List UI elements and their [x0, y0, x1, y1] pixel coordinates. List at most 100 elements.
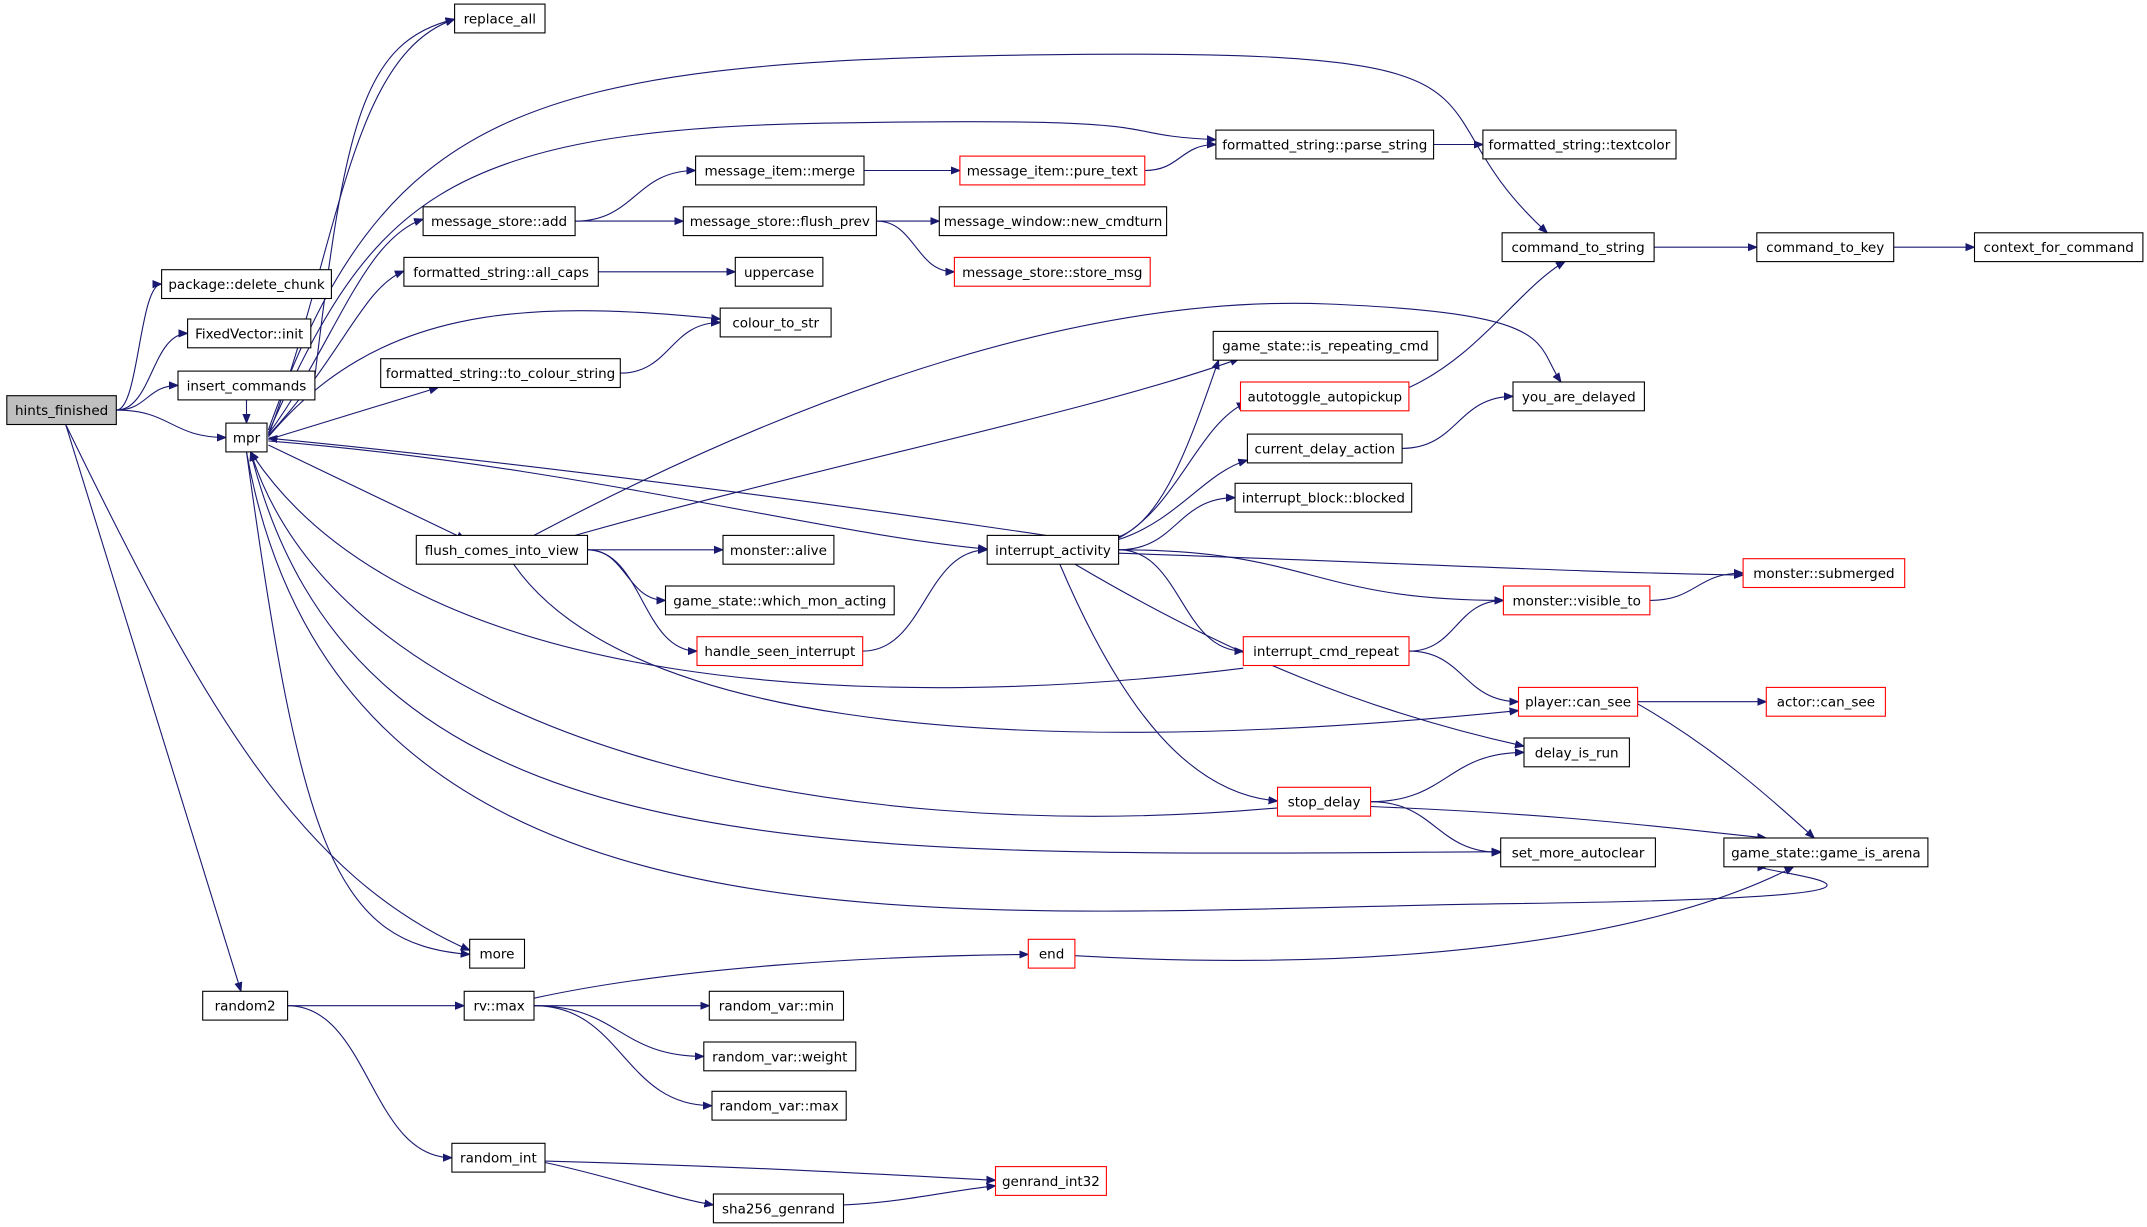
node-fixedvector_init[interactable]: FixedVector::init — [187, 318, 312, 349]
edge-interrupt_activity-to-stop_delay — [1059, 563, 1278, 801]
node-you_are_delayed[interactable]: you_are_delayed — [1512, 381, 1645, 412]
node-label: random_var::min — [719, 999, 834, 1015]
node-message_store_add[interactable]: message_store::add — [422, 206, 576, 237]
node-replace_all[interactable]: replace_all — [454, 3, 546, 34]
node-label: random_var::weight — [712, 1049, 847, 1065]
node-end[interactable]: end — [1027, 938, 1076, 969]
edge-mpr-to-command_to_string — [267, 53, 1547, 431]
node-formatted_string_to_colour_string[interactable]: formatted_string::to_colour_string — [380, 358, 621, 389]
node-box — [1239, 381, 1410, 412]
node-label: FixedVector::init — [195, 326, 303, 342]
node-game_state_game_is_arena[interactable]: game_state::game_is_arena — [1723, 837, 1929, 868]
node-monster_alive[interactable]: monster::alive — [722, 534, 835, 565]
node-command_to_string[interactable]: command_to_string — [1501, 232, 1655, 263]
node-interrupt_cmd_repeat[interactable]: interrupt_cmd_repeat — [1242, 636, 1410, 667]
node-label: command_to_key — [1766, 240, 1884, 256]
node-message_window_new_cmdturn[interactable]: message_window::new_cmdturn — [938, 206, 1168, 237]
edge-random_int-to-genrand_int32 — [544, 1160, 996, 1180]
node-box — [422, 206, 576, 237]
node-formatted_string_parse_string[interactable]: formatted_string::parse_string — [1215, 129, 1435, 160]
node-label: message_store::flush_prev — [690, 214, 870, 230]
node-message_store_flush_prev[interactable]: message_store::flush_prev — [682, 206, 877, 237]
node-box — [403, 256, 599, 287]
edge-mpr-to-formatted_string_to_colour_string — [268, 388, 438, 441]
node-mpr[interactable]: mpr — [225, 422, 268, 453]
node-delay_is_run[interactable]: delay_is_run — [1523, 737, 1630, 768]
node-interrupt_activity[interactable]: interrupt_activity — [986, 534, 1120, 565]
node-message_item_merge[interactable]: message_item::merge — [695, 155, 865, 186]
node-random_var_min[interactable]: random_var::min — [708, 990, 845, 1021]
node-player_can_see[interactable]: player::can_see — [1517, 686, 1639, 717]
node-box — [986, 534, 1120, 565]
node-label: end — [1039, 947, 1064, 963]
node-label: stop_delay — [1288, 795, 1361, 811]
edge-mpr-to-formatted_string_parse_string — [267, 121, 1216, 433]
node-label: autotoggle_autopickup — [1248, 389, 1403, 405]
node-box — [225, 422, 268, 453]
edge-interrupt_activity-to-current_delay_action — [1118, 460, 1248, 541]
node-genrand_int32[interactable]: genrand_int32 — [994, 1166, 1107, 1196]
node-label: replace_all — [464, 12, 536, 28]
edge-flush_comes_into_view-to-handle_seen_interrupt — [587, 549, 697, 651]
node-label: rv::max — [473, 999, 524, 1015]
node-box — [202, 990, 289, 1021]
node-box — [6, 395, 117, 426]
node-random_int[interactable]: random_int — [451, 1142, 546, 1173]
node-random_var_weight[interactable]: random_var::weight — [703, 1041, 857, 1072]
node-label: insert_commands — [187, 378, 307, 394]
node-label: message_item::pure_text — [967, 164, 1138, 180]
node-hints_finished[interactable]: hints_finished — [6, 395, 117, 426]
edge-hints_finished-to-insert_commands — [116, 385, 178, 411]
node-rv_max[interactable]: rv::max — [463, 990, 535, 1021]
edge-message_item_pure_text-to-formatted_string_parse_string — [1144, 145, 1216, 172]
edge-current_delay_action-to-you_are_delayed — [1402, 396, 1513, 449]
edge-mpr-to-flush_comes_into_view — [268, 444, 465, 540]
node-sha256_genrand[interactable]: sha256_genrand — [712, 1193, 845, 1224]
edge-rv_max-to-end — [533, 954, 1028, 999]
node-set_more_autoclear[interactable]: set_more_autoclear — [1500, 837, 1656, 868]
node-stop_delay[interactable]: stop_delay — [1276, 786, 1372, 817]
node-label: message_store::store_msg — [962, 265, 1142, 281]
edge-mpr-to-replace_all — [267, 19, 454, 436]
node-box — [959, 155, 1146, 186]
node-monster_submerged[interactable]: monster::submerged — [1742, 558, 1906, 589]
node-flush_comes_into_view[interactable]: flush_comes_into_view — [415, 534, 589, 565]
node-insert_commands[interactable]: insert_commands — [177, 370, 316, 401]
node-formatted_string_textcolor[interactable]: formatted_string::textcolor — [1482, 129, 1677, 160]
node-label: monster::visible_to — [1512, 593, 1640, 609]
node-box — [1517, 686, 1639, 717]
node-command_to_key[interactable]: command_to_key — [1756, 232, 1895, 263]
edge-stop_delay-to-mpr — [251, 452, 1278, 817]
edge-end-to-game_state_game_is_arena — [1074, 867, 1794, 961]
node-context_for_command[interactable]: context_for_command — [1973, 232, 2144, 263]
node-handle_seen_interrupt[interactable]: handle_seen_interrupt — [696, 636, 864, 667]
edge-flush_comes_into_view-to-you_are_delayed — [533, 302, 1561, 536]
node-colour_to_str[interactable]: colour_to_str — [719, 307, 832, 338]
node-random_var_max[interactable]: random_var::max — [711, 1090, 847, 1121]
node-game_state_is_repeating_cmd[interactable]: game_state::is_repeating_cmd — [1212, 330, 1439, 361]
node-label: game_state::is_repeating_cmd — [1222, 339, 1429, 355]
node-random2[interactable]: random2 — [202, 990, 289, 1021]
node-monster_visible_to[interactable]: monster::visible_to — [1502, 585, 1651, 616]
node-label: formatted_string::all_caps — [413, 265, 589, 281]
node-box — [711, 1090, 847, 1121]
node-autotoggle_autopickup[interactable]: autotoggle_autopickup — [1239, 381, 1410, 412]
node-message_item_pure_text[interactable]: message_item::pure_text — [959, 155, 1146, 186]
node-box — [734, 256, 824, 287]
node-package_delete_chunk[interactable]: package::delete_chunk — [161, 269, 332, 300]
node-uppercase[interactable]: uppercase — [734, 256, 824, 287]
node-actor_can_see[interactable]: actor::can_see — [1765, 686, 1886, 717]
node-current_delay_action[interactable]: current_delay_action — [1246, 433, 1403, 464]
node-label: random_var::max — [719, 1099, 838, 1115]
node-interrupt_block_blocked[interactable]: interrupt_block::blocked — [1234, 482, 1413, 513]
edge-random_int-to-sha256_genrand — [544, 1161, 713, 1205]
node-label: genrand_int32 — [1002, 1174, 1100, 1190]
node-box — [161, 269, 332, 300]
node-game_state_which_mon_acting[interactable]: game_state::which_mon_acting — [664, 585, 895, 616]
node-more[interactable]: more — [469, 938, 526, 969]
node-message_store_store_msg[interactable]: message_store::store_msg — [953, 256, 1151, 287]
node-formatted_string_all_caps[interactable]: formatted_string::all_caps — [403, 256, 599, 287]
node-box — [1500, 837, 1656, 868]
edge-autotoggle_autopickup-to-command_to_string — [1408, 262, 1565, 389]
